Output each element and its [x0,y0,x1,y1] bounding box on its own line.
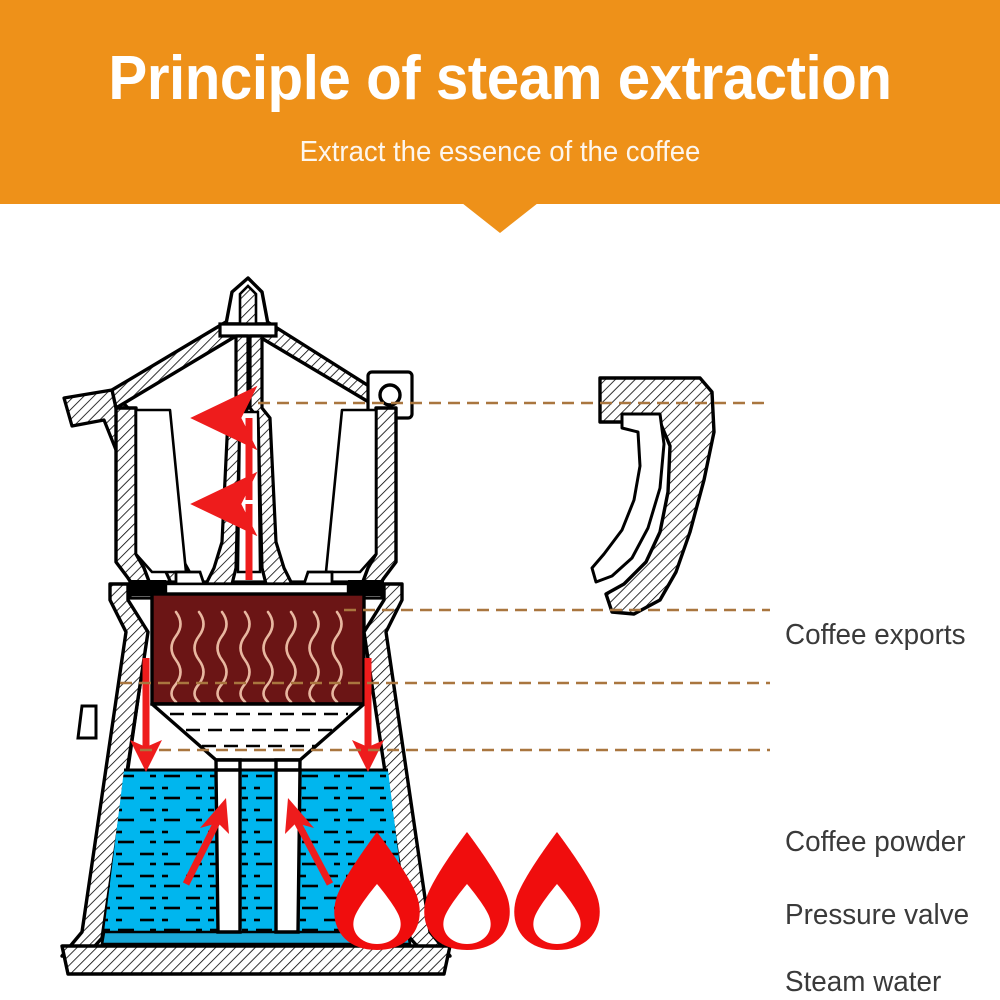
flow-arrows [142,385,372,886]
moka-pot-illustration [60,276,770,976]
callout-leader-lines [120,401,770,752]
callout-label-steam-water: Steam water [785,966,942,998]
flame-icon [424,832,510,950]
arrow-up-water-right [288,810,334,886]
callout-label-coffee-powder: Coffee powder [785,826,966,858]
lid-knob [218,276,278,338]
flame-icon [334,832,420,950]
base-plate [60,944,452,976]
arrow-up-water-left [182,810,226,886]
flow-arrowheads [130,740,384,834]
handle [590,376,716,616]
callout-label-coffee-exports: Coffee exports [785,619,966,651]
funnel-mesh [170,712,348,748]
flame-icons [334,832,600,950]
flame-icon [514,832,600,950]
filter-funnel [150,702,366,762]
moka-pot-diagram: Coffee exports Coffee powder Pressure va… [0,232,1000,1000]
header-banner [0,0,1000,204]
page-subtitle: Extract the essence of the coffee [299,136,701,168]
pressure-valve-boss [366,370,414,420]
steam-squiggles [170,610,343,704]
page-title: Principle of steam extraction [108,44,892,113]
filter-basket-seal [130,580,384,596]
coffee-powder-chamber [150,592,366,706]
callout-label-pressure-valve: Pressure valve [785,899,970,931]
header-notch-arrow [462,203,538,233]
